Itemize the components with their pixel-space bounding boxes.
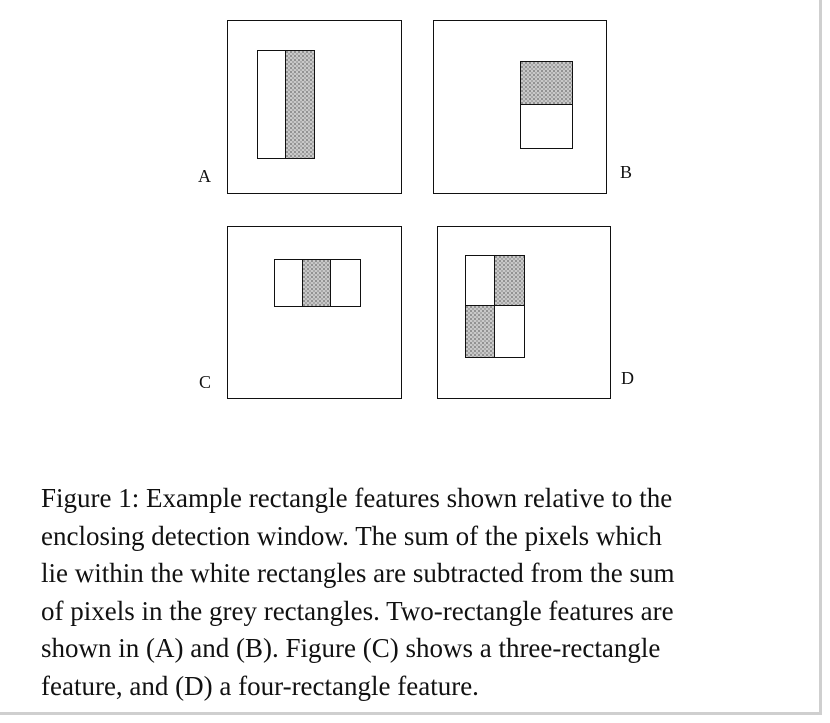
caption-line: of pixels in the grey rectangles. Two-re… <box>41 595 674 626</box>
panel-c-window <box>227 226 402 399</box>
caption-line: shown in (A) and (B). Figure (C) shows a… <box>41 633 661 663</box>
panel-c-label: C <box>199 372 212 392</box>
panel-a-grey-rect <box>285 50 315 159</box>
panel-b-white-rect <box>520 104 573 149</box>
panel-d-grey-rect-bottom-left <box>465 305 496 358</box>
panel-c-grey-rect-middle <box>302 259 332 307</box>
panel-a-label: A <box>198 166 211 186</box>
panel-d-white-rect-top-left <box>465 255 496 307</box>
panel-a-window <box>227 20 402 194</box>
panel-b-window <box>433 20 607 194</box>
caption-line: feature, and (D) a four-rectangle featur… <box>41 670 479 701</box>
panel-d-grey-rect-top-right <box>494 255 525 307</box>
panel-a-white-rect <box>257 50 287 159</box>
panel-d-label: D <box>621 368 634 388</box>
caption-line: Figure 1: Example rectangle features sho… <box>41 483 673 513</box>
caption-line: lie within the white rectangles are subt… <box>41 558 675 588</box>
panel-c-white-rect-right <box>330 259 361 307</box>
panel-d-window <box>437 226 611 399</box>
panel-b-label: B <box>620 162 633 182</box>
caption-line: enclosing detection window. The sum of t… <box>41 520 662 551</box>
page-border <box>0 0 822 715</box>
panel-b-grey-rect <box>520 61 573 106</box>
panel-d-white-rect-bottom-right <box>494 305 525 358</box>
figure-caption: Figure 1: Example rectangle features sho… <box>41 480 801 705</box>
panel-c-white-rect-left <box>274 259 304 307</box>
